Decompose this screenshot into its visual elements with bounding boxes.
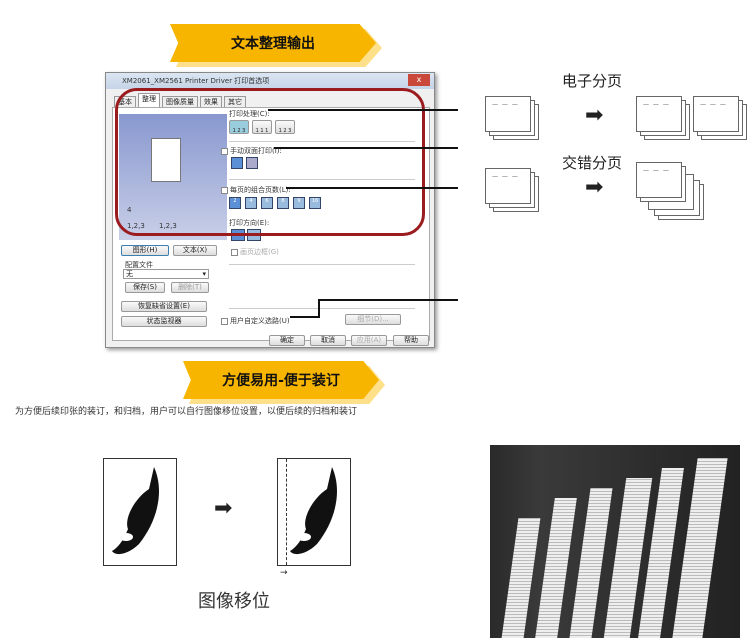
close-button[interactable]: x: [408, 74, 430, 86]
divider: [229, 141, 415, 142]
direction-label: 打印方向(E):: [229, 219, 270, 227]
arrow-right-icon: ➡: [585, 175, 604, 200]
binding-margin-line: [286, 459, 287, 565]
callout-line: [274, 147, 458, 149]
nup-option[interactable]: 8: [277, 197, 289, 209]
nup-label: 每页的组合页数(L):: [230, 186, 291, 194]
preview-number: 1,2,3: [159, 222, 177, 230]
nup-option[interactable]: 4: [245, 197, 257, 209]
border-checkbox[interactable]: 画页边框(G): [231, 247, 279, 257]
nup-option[interactable]: 9: [293, 197, 305, 209]
detail-button[interactable]: 细节(D)...: [345, 314, 401, 325]
original-page: [103, 458, 177, 566]
nup-option[interactable]: 6: [261, 197, 273, 209]
arrow-right-icon: ➡: [585, 103, 604, 128]
nup-checkbox[interactable]: 每页的组合页数(L):: [221, 185, 291, 195]
callout-line: [268, 109, 458, 111]
divider: [229, 264, 415, 265]
divider: [229, 308, 415, 309]
layout-preview: 4 1,2,3 1,2,3: [119, 114, 227, 240]
preview-number: 4: [127, 206, 132, 214]
orca-image: [112, 467, 159, 555]
preview-page: [151, 138, 181, 182]
callout-line: [318, 299, 458, 301]
callout-line: [290, 316, 320, 318]
collate-option[interactable]: 1 2 3: [229, 120, 249, 134]
banner-collate-output: 文本整理输出: [170, 24, 376, 62]
graphic-view-button[interactable]: 图形(H): [121, 245, 169, 256]
cancel-button[interactable]: 取消: [310, 335, 346, 346]
nup-option[interactable]: 16: [309, 197, 321, 209]
chevron-down-icon: ▾: [202, 270, 206, 278]
restore-defaults-button[interactable]: 恢复缺省设置(E): [121, 301, 207, 312]
tab-panel: 4 1,2,3 1,2,3 图形(H) 文本(X) 配置文件 无▾ 保存(S) …: [112, 107, 430, 341]
config-value: 无: [126, 270, 133, 278]
callout-line: [318, 299, 320, 318]
duplex-long-edge-icon[interactable]: [231, 157, 243, 169]
status-monitor-button[interactable]: 状态监视器: [121, 316, 207, 327]
help-button[interactable]: 帮助: [393, 335, 429, 346]
electronic-sort-label: 电子分页: [562, 72, 623, 90]
nup-options: 2 4 6 8 9 16: [229, 197, 321, 209]
image-shift-label: 图像移位: [198, 591, 270, 612]
duplex-short-edge-icon[interactable]: [246, 157, 258, 169]
config-select[interactable]: 无▾: [123, 269, 209, 279]
printer-preferences-dialog: XM2061_XM2561 Printer Driver 打印首选项 x 基本 …: [105, 72, 435, 348]
orca-image: [290, 467, 337, 555]
text-view-button[interactable]: 文本(X): [173, 245, 217, 256]
banner-easy-binding: 方便易用-便于装订: [183, 361, 379, 399]
user-path-checkbox[interactable]: 用户自定义选路(U): [221, 316, 290, 326]
collate-option[interactable]: 1 1 1: [252, 120, 272, 134]
nup-option[interactable]: 2: [229, 197, 241, 209]
dialog-title: XM2061_XM2561 Printer Driver 打印首选项: [106, 73, 434, 89]
collate-option[interactable]: 1 2 3: [275, 120, 295, 134]
shift-arrow-icon: →: [280, 568, 288, 578]
ok-button[interactable]: 确定: [269, 335, 305, 346]
offset-sort-label: 交错分页: [562, 154, 623, 172]
tab-finishing[interactable]: 整理: [138, 93, 160, 108]
callout-line: [286, 187, 458, 189]
bound-documents-photo: [490, 445, 740, 638]
divider: [229, 179, 415, 180]
collate-options: 1 2 3 1 1 1 1 2 3: [229, 120, 295, 134]
border-label: 画页边框(G): [240, 248, 279, 256]
config-label: 配置文件: [125, 261, 153, 269]
manual-duplex-checkbox[interactable]: 手动双面打印(I):: [221, 146, 282, 156]
caption: 为方便后续印张的装订，和归档，用户可以自行图像移位设置，以便后续的归档和装订: [15, 407, 358, 417]
shifted-page: [277, 458, 351, 566]
user-path-label: 用户自定义选路(U): [230, 317, 290, 325]
manual-duplex-label: 手动双面打印(I):: [230, 147, 282, 155]
apply-button[interactable]: 应用(A): [351, 335, 387, 346]
arrow-right-icon: ➡: [214, 496, 233, 521]
collate-label: 打印处理(C):: [229, 110, 270, 118]
save-button[interactable]: 保存(S): [125, 282, 165, 293]
delete-button[interactable]: 删除(T): [171, 282, 209, 293]
highlight-outline: [115, 88, 425, 236]
